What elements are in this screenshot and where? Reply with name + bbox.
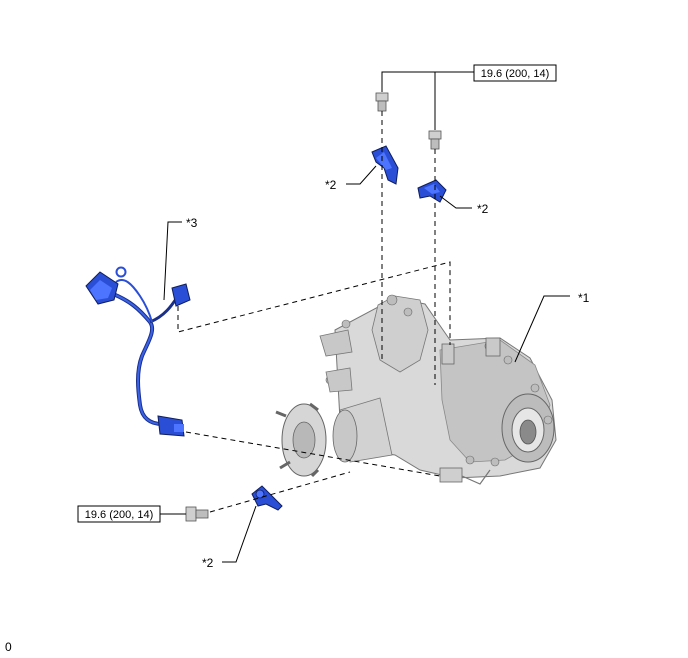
torque-spec-bottom-label: 19.6 (200, 14) bbox=[85, 509, 154, 521]
callout-bracket-left-top-label: *2 bbox=[325, 178, 337, 192]
callout-bracket-bottom-label: *2 bbox=[202, 556, 214, 570]
callout-bracket-left-top: *2 bbox=[325, 165, 377, 192]
bracket-bottom bbox=[251, 485, 283, 511]
bolt-bottom bbox=[185, 506, 209, 522]
torque-spec-bottom: 19.6 (200, 14) bbox=[77, 505, 186, 523]
torque-spec-top: 19.6 (200, 14) bbox=[381, 64, 557, 130]
torque-spec-top-label: 19.6 (200, 14) bbox=[481, 68, 550, 80]
callout-wire-harness-label: *3 bbox=[186, 216, 198, 230]
callout-wire-harness: *3 bbox=[163, 216, 198, 301]
bolt-top-right bbox=[428, 130, 442, 150]
callout-bracket-bottom: *2 bbox=[202, 505, 257, 570]
callout-bracket-right-top: *2 bbox=[439, 195, 489, 216]
alignment-lines bbox=[177, 111, 451, 513]
bracket-top-left bbox=[371, 145, 399, 185]
wire-harness bbox=[85, 266, 191, 437]
callout-bracket-right-top-label: *2 bbox=[477, 202, 489, 216]
figure-code: 0 bbox=[5, 640, 12, 654]
bracket-top-right bbox=[417, 179, 447, 203]
bolt-top-left bbox=[375, 92, 389, 112]
transfer-assembly bbox=[275, 294, 557, 485]
callout-assembly: *1 bbox=[514, 291, 590, 363]
callout-assembly-label: *1 bbox=[578, 291, 590, 305]
